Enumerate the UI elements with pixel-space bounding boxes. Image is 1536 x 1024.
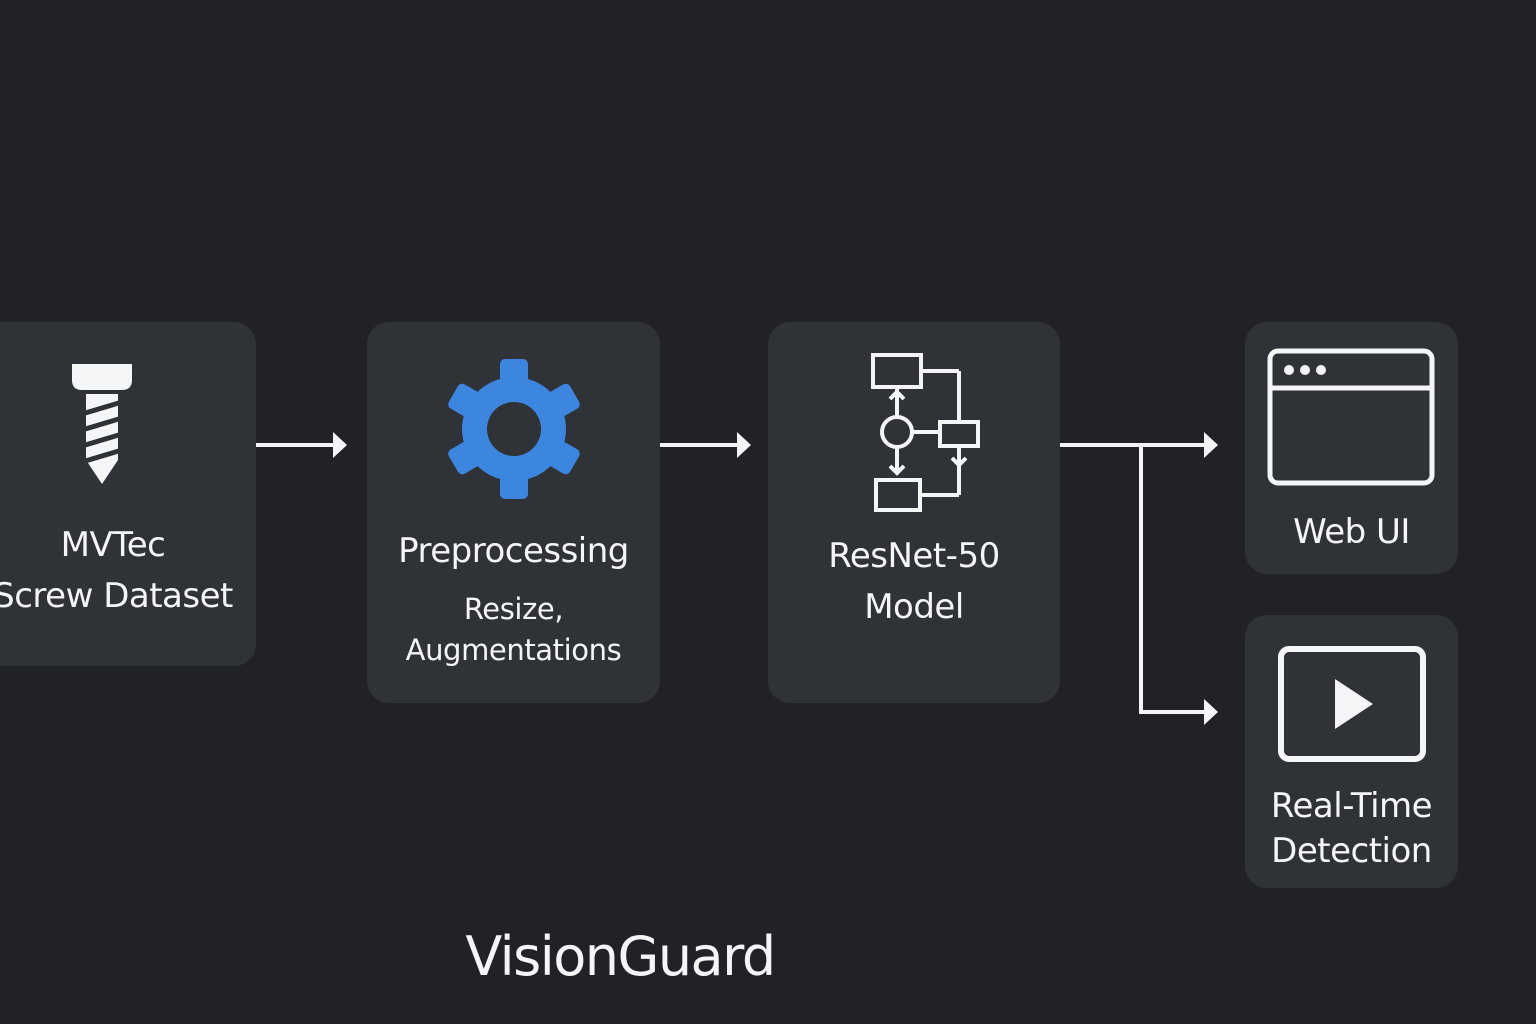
model-label-line2: Model: [864, 587, 964, 627]
preprocessing-sublabel-line2: Augmentations: [405, 633, 622, 667]
diagram-title: VisionGuard: [465, 925, 776, 988]
preprocessing-sublabel-line1: Resize,: [463, 592, 564, 626]
browser-window-icon: [1267, 348, 1435, 486]
model-node: ResNet-50 Model: [768, 322, 1060, 703]
dataset-label-line2: Screw Dataset: [0, 576, 233, 616]
flowchart-icon: [871, 353, 980, 512]
realtime-label-line2: Detection: [1271, 831, 1432, 871]
web-ui-node: Web UI: [1245, 322, 1458, 574]
dataset-node: MVTec Screw Dataset: [0, 322, 256, 666]
arrow-model-to-realtime: [1139, 443, 1207, 714]
video-play-icon: [1278, 646, 1426, 762]
arrowhead-model: [737, 432, 751, 458]
arrowhead-preprocessing: [333, 432, 347, 458]
preprocessing-node: Preprocessing Resize, Augmentations: [367, 322, 660, 703]
realtime-label-line1: Real-Time: [1270, 786, 1433, 826]
arrowhead-realtime: [1204, 699, 1218, 725]
gear-icon: [448, 359, 580, 499]
screw-icon: [72, 364, 132, 484]
model-label-line1: ResNet-50: [828, 536, 1000, 576]
preprocessing-label: Preprocessing: [398, 531, 629, 571]
dataset-label-line1: MVTec: [60, 525, 166, 565]
realtime-detection-node: Real-Time Detection: [1245, 615, 1458, 888]
web-ui-label: Web UI: [1293, 512, 1410, 552]
arrowhead-web-ui: [1204, 432, 1218, 458]
